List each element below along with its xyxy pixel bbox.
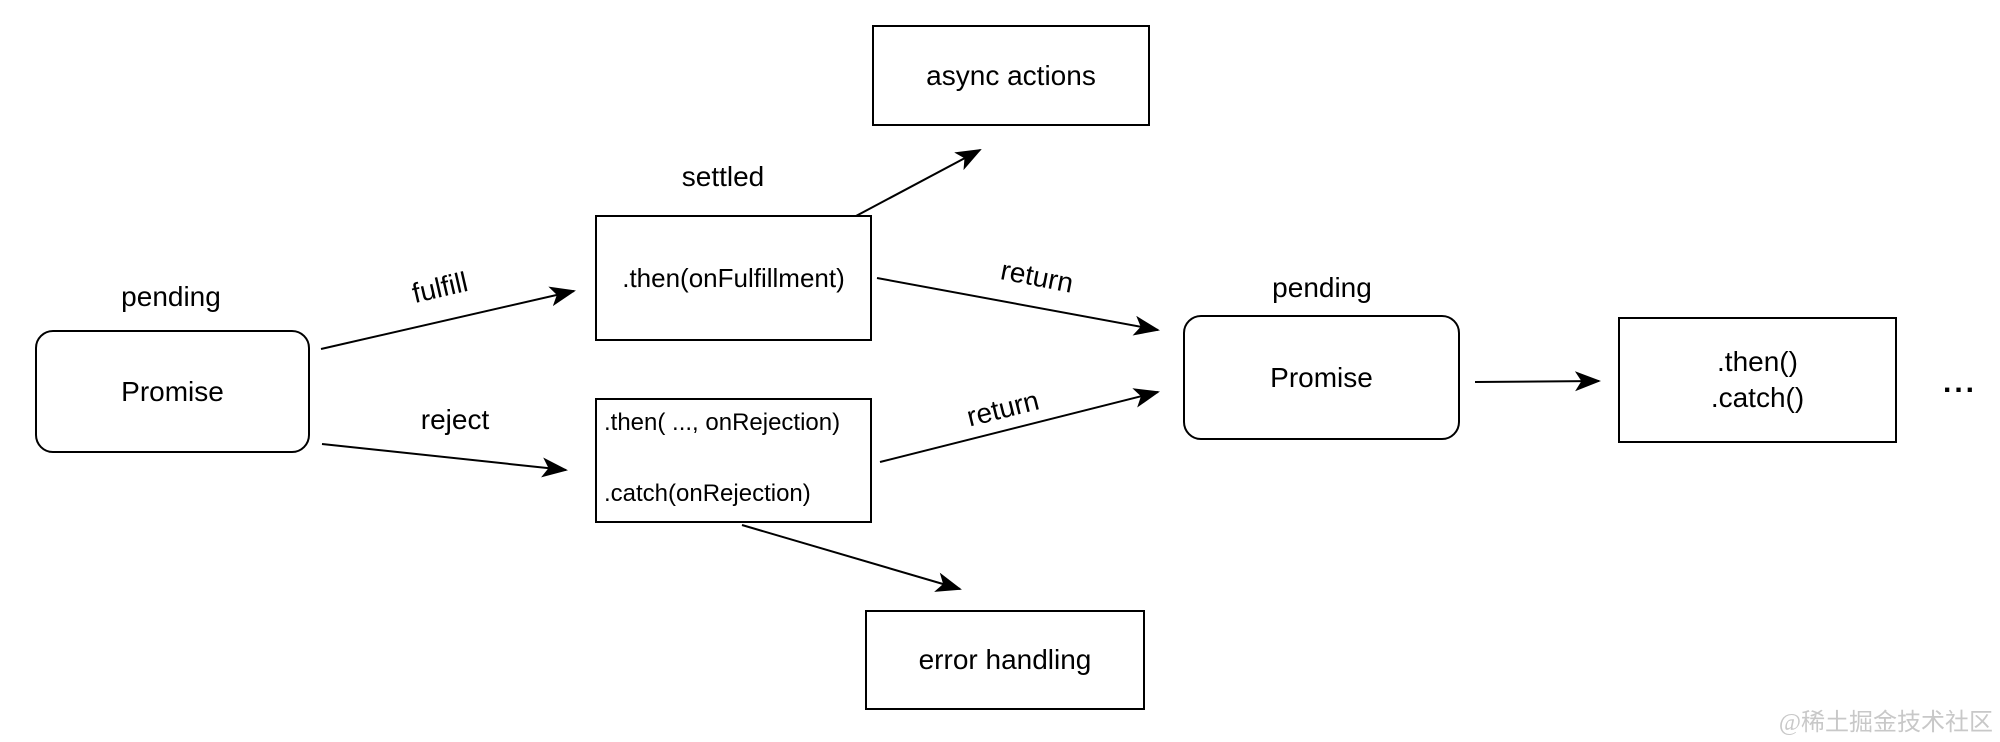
node-promise-1: Promise <box>35 330 310 453</box>
return-top-arrow <box>876 277 1160 336</box>
node-rejection-handlers: .then( ..., onRejection) .catch(onReject… <box>595 398 872 523</box>
node-promise-2-label: Promise <box>1270 361 1373 393</box>
node-async-actions-label: async actions <box>926 59 1096 91</box>
node-then-onfulfillment-label: .then(onFulfillment) <box>622 262 845 293</box>
node-next-chain-line1: .then() <box>1717 345 1798 377</box>
to-error-handling-arrow <box>741 524 962 592</box>
node-error-handling-label: error handling <box>918 644 1092 675</box>
fulfill-arrow <box>320 286 576 350</box>
node-async-actions: async actions <box>872 25 1150 126</box>
node-promise-1-label: Promise <box>121 375 224 407</box>
node-next-chain-line2: .catch() <box>1710 382 1805 413</box>
node-promise-2: Promise <box>1183 315 1460 440</box>
node-rejection-handlers-line2: .catch(onRejection) <box>604 480 811 507</box>
continuation-ellipsis: ... <box>1942 366 1978 399</box>
node-then-onfulfillment: .then(onFulfillment) <box>595 215 872 341</box>
node-error-handling: error handling <box>865 610 1145 710</box>
node-next-chain: .then() .catch() <box>1618 317 1897 443</box>
watermark: @稀土掘金技术社区 <box>1778 710 1993 736</box>
state-label-settled: settled <box>681 161 765 192</box>
state-label-pending-1: pending <box>121 281 221 312</box>
node-rejection-handlers-line1: .then( ..., onRejection) <box>604 409 841 436</box>
promise2-to-chain-arrow <box>1474 371 1601 392</box>
reject-arrow <box>321 443 568 478</box>
to-async-actions-arrow <box>855 149 982 217</box>
return-bottom-arrow <box>879 388 1160 463</box>
state-label-pending-2: pending <box>1272 272 1372 303</box>
edge-label-reject: reject <box>420 404 490 435</box>
